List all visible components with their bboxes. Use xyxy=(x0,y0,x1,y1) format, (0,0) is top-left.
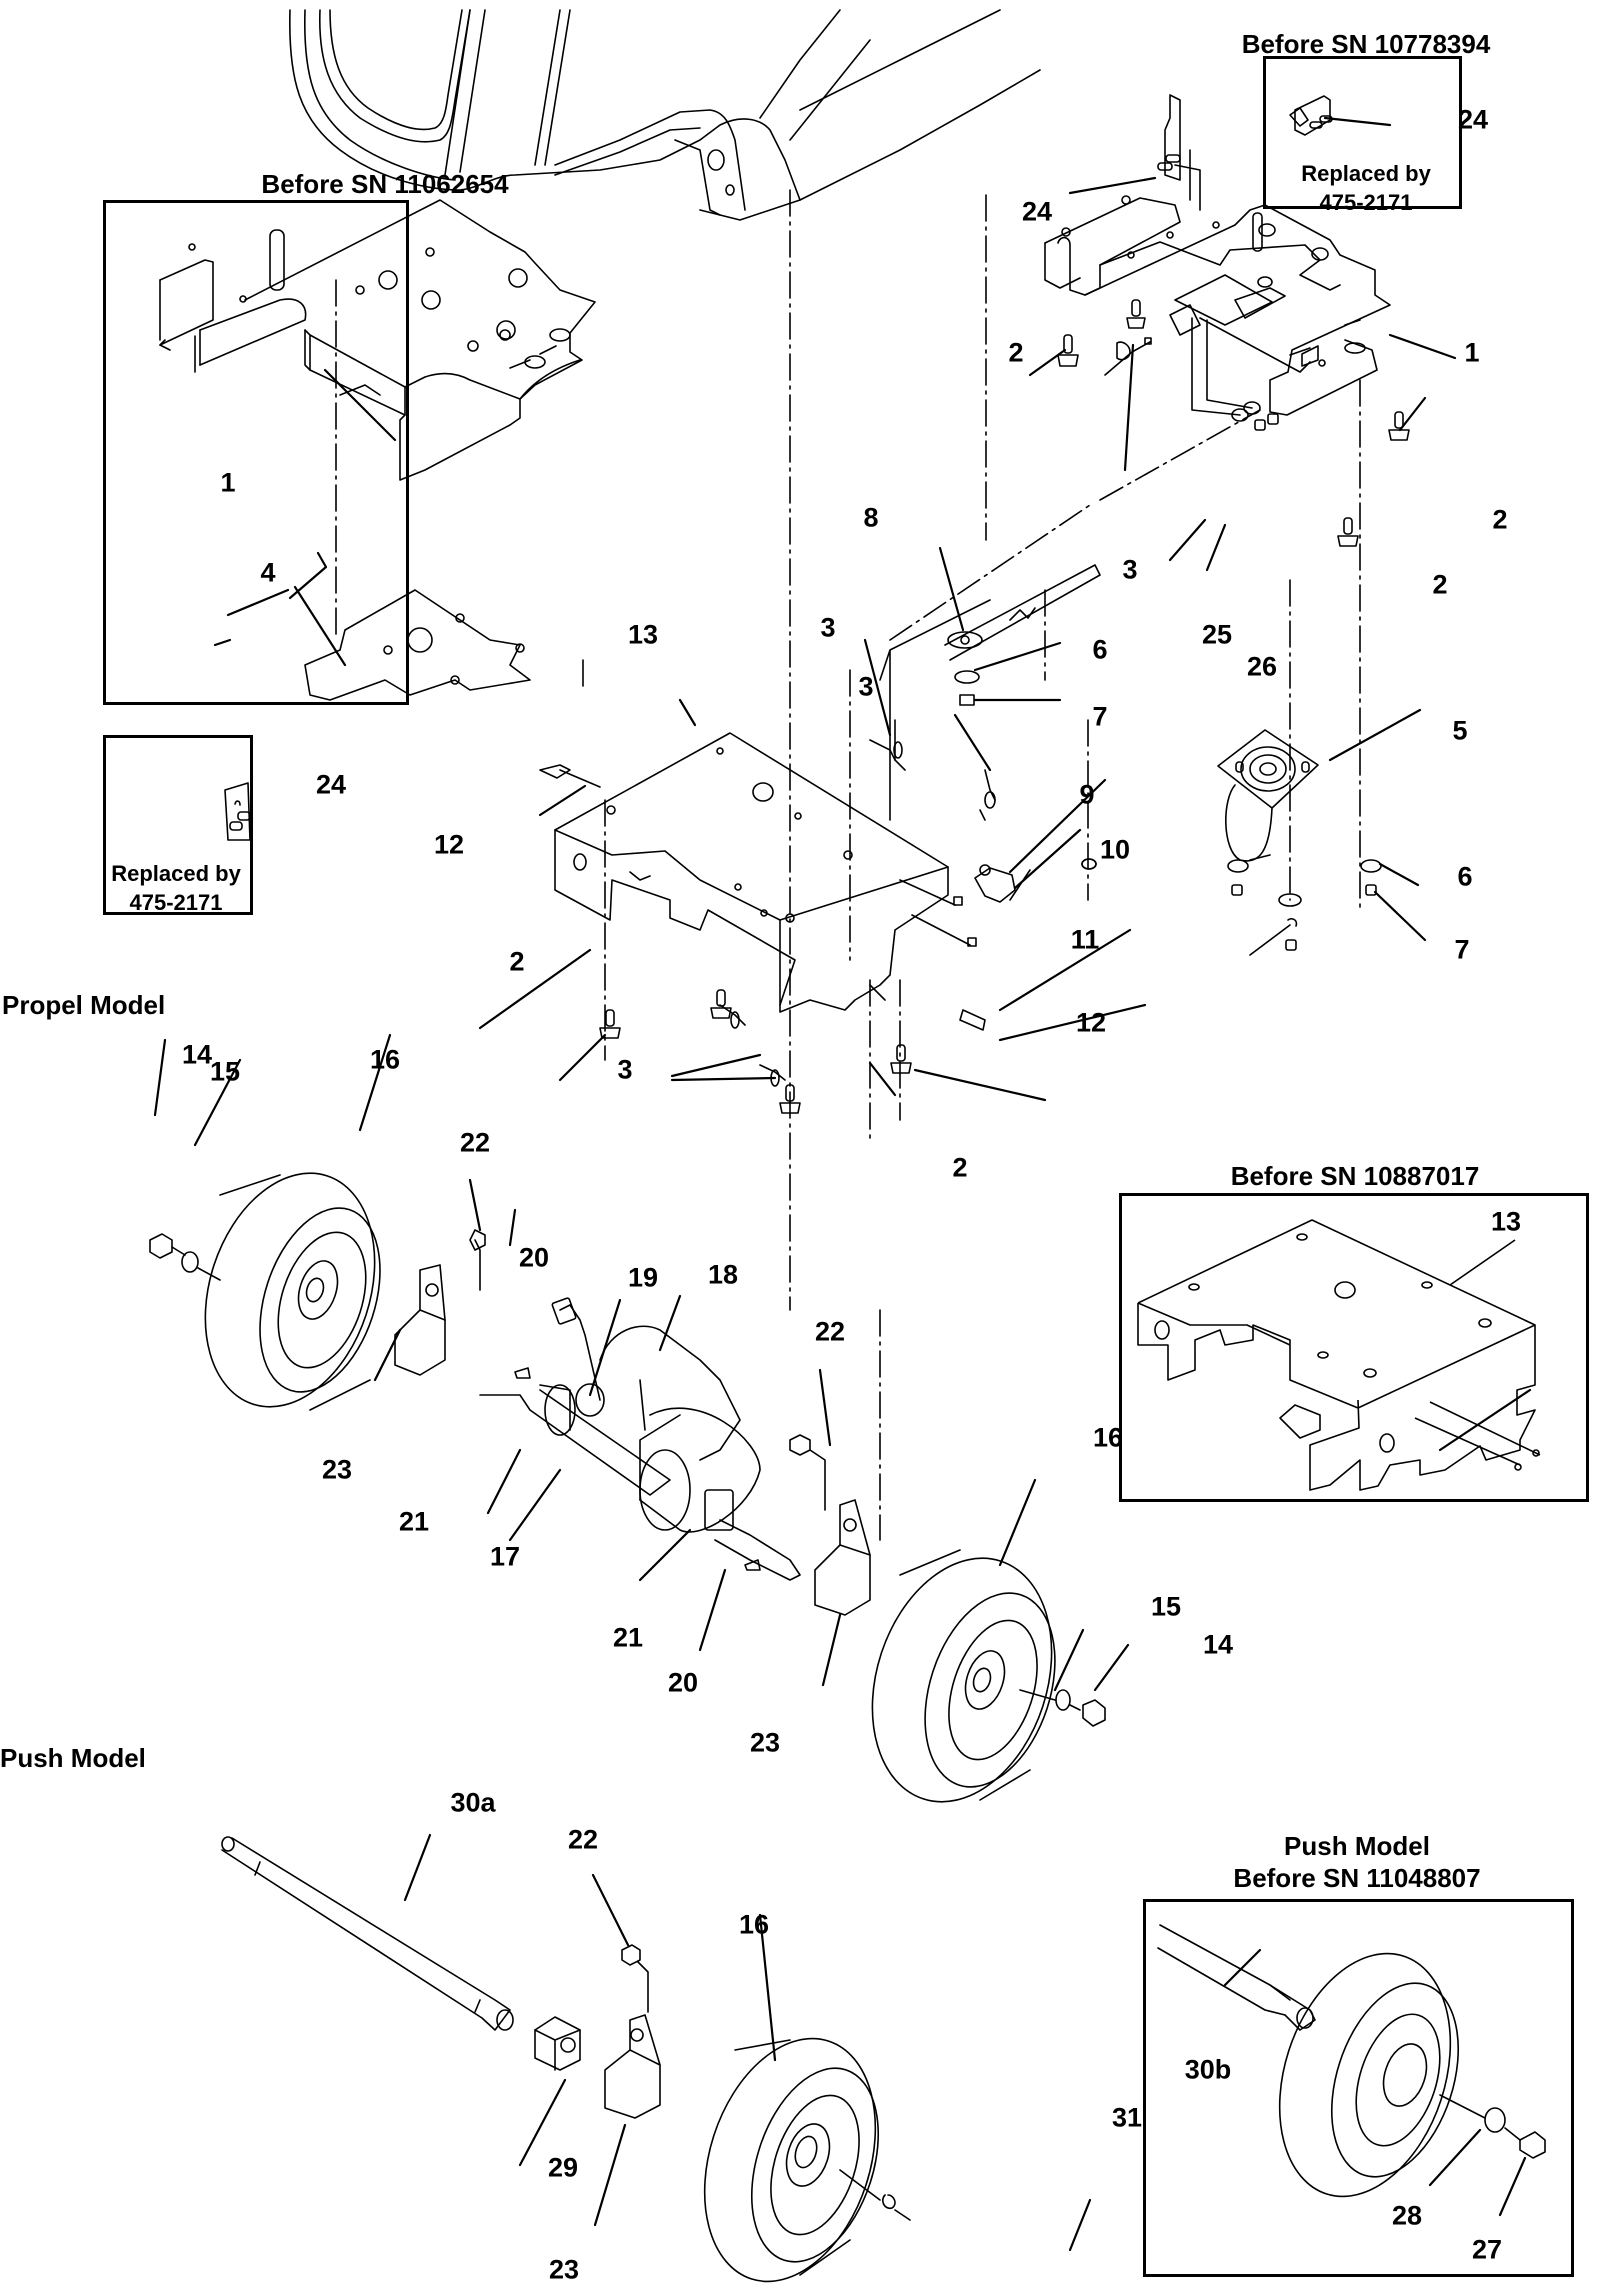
push-old-wheel-illustration xyxy=(1157,1924,1546,2198)
callout-15: 15 xyxy=(1150,1591,1182,1622)
callout-16: 16 xyxy=(369,1044,401,1075)
callout-21: 21 xyxy=(612,1622,644,1653)
callout-22: 22 xyxy=(814,1316,846,1347)
callout-9: 9 xyxy=(1079,779,1095,810)
inset-title-before-sn-11048807: Before SN 11048807 xyxy=(1233,1863,1481,1893)
leader-lines xyxy=(153,116,1532,2252)
callout-21: 21 xyxy=(398,1506,430,1537)
inset-box-before-sn-10778394 xyxy=(1263,56,1462,209)
plate-13-illustration xyxy=(539,719,1031,1114)
section-title-propel-model: Propel Model xyxy=(2,990,166,1020)
callout-8: 8 xyxy=(863,502,879,533)
callout-23: 23 xyxy=(548,2254,580,2285)
inset-box-before-sn-10887017 xyxy=(1119,1193,1589,1502)
callout-2: 2 xyxy=(952,1152,968,1183)
inset-box-before-sn-11062654 xyxy=(103,200,409,705)
callout-23: 23 xyxy=(749,1727,781,1758)
callout-30b: 30b xyxy=(1184,2054,1232,2085)
callout-31: 31 xyxy=(1111,2102,1143,2133)
callout-6: 6 xyxy=(1457,861,1473,892)
replacement-part-number: 475-2171 xyxy=(129,889,223,915)
callout-3: 3 xyxy=(820,612,836,643)
callout-13: 13 xyxy=(1490,1206,1522,1237)
callout-24: 24 xyxy=(1021,196,1053,227)
callout-14: 14 xyxy=(1202,1629,1234,1660)
inset-title-before-sn-11062654: Before SN 11062654 xyxy=(261,169,509,199)
callout-30a: 30a xyxy=(450,1787,496,1818)
callout-28: 28 xyxy=(1391,2200,1423,2231)
callout-26: 26 xyxy=(1246,651,1278,682)
callout-12: 12 xyxy=(1075,1007,1107,1038)
bracket-main-illustration xyxy=(1044,94,1410,547)
replaced-by-note-top: Replaced by 475-2171 xyxy=(1301,160,1431,217)
callout-6: 6 xyxy=(1092,634,1108,665)
bracket-old-illustration xyxy=(159,199,596,701)
callout-7: 7 xyxy=(1092,701,1108,732)
callout-24: 24 xyxy=(315,769,347,800)
rod-8-illustration xyxy=(879,564,1101,821)
callout-13: 13 xyxy=(627,619,659,650)
callout-1: 1 xyxy=(220,467,236,498)
callout-1: 1 xyxy=(1464,337,1480,368)
callout-16: 16 xyxy=(738,1909,770,1940)
inset-box-sensor-replaced xyxy=(103,735,253,915)
callout-20: 20 xyxy=(518,1242,550,1273)
callout-25: 25 xyxy=(1201,619,1233,650)
inset-title-before-sn-10778394: Before SN 10778394 xyxy=(1241,29,1491,59)
replaced-by-text: Replaced by xyxy=(1301,161,1431,186)
callout-24: 24 xyxy=(1457,104,1489,135)
caster-5-illustration xyxy=(1081,729,1382,956)
callout-15: 15 xyxy=(209,1056,241,1087)
callout-3: 3 xyxy=(617,1054,633,1085)
callout-2: 2 xyxy=(1008,337,1024,368)
center-alignment-line xyxy=(335,189,1361,1541)
callout-18: 18 xyxy=(707,1259,739,1290)
callout-12: 12 xyxy=(433,829,465,860)
callout-20: 20 xyxy=(667,1667,699,1698)
replaced-by-text: Replaced by xyxy=(111,861,241,886)
callout-17: 17 xyxy=(489,1541,521,1572)
callout-23: 23 xyxy=(321,1454,353,1485)
callout-2: 2 xyxy=(1492,504,1508,535)
callout-10: 10 xyxy=(1099,834,1131,865)
callout-4: 4 xyxy=(260,557,276,588)
callout-22: 22 xyxy=(459,1127,491,1158)
callout-11: 11 xyxy=(1070,924,1100,955)
inset-title-push-model: Push Model xyxy=(1284,1831,1430,1861)
callout-27: 27 xyxy=(1471,2234,1503,2265)
callout-14: 14 xyxy=(181,1039,213,1070)
callout-29: 29 xyxy=(547,2152,579,2183)
push-axle-illustration xyxy=(221,1836,911,2283)
callout-16: 16 xyxy=(1092,1422,1124,1453)
handle-housing xyxy=(288,9,1041,221)
callout-3: 3 xyxy=(858,671,874,702)
callout-7: 7 xyxy=(1454,934,1470,965)
callout-19: 19 xyxy=(627,1262,659,1293)
callout-2: 2 xyxy=(509,946,525,977)
inset-title-before-sn-10887017: Before SN 10887017 xyxy=(1230,1161,1480,1191)
callout-3: 3 xyxy=(1122,554,1138,585)
replaced-by-note-left: Replaced by 475-2171 xyxy=(111,860,241,917)
callout-2: 2 xyxy=(1432,569,1448,600)
inset-box-push-before-sn-11048807 xyxy=(1143,1899,1574,2277)
replacement-part-number: 475-2171 xyxy=(1319,189,1413,215)
callout-5: 5 xyxy=(1452,715,1468,746)
callout-22: 22 xyxy=(567,1824,599,1855)
section-title-push-model: Push Model xyxy=(0,1743,146,1773)
propel-axle-illustration xyxy=(149,1172,1106,1803)
